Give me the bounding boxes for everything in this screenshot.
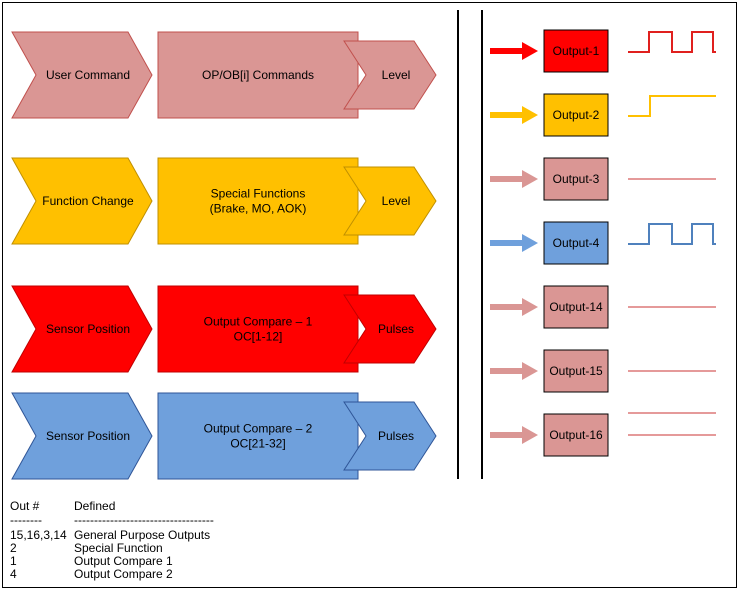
function-row: Sensor Position Output Compare – 2OC[21-3… <box>11 392 437 480</box>
output-channel: Output-16 <box>490 413 716 457</box>
output-box <box>543 349 609 393</box>
legend-definition: Output Compare 1 <box>74 554 173 568</box>
output-type-label: Pulses <box>378 429 414 443</box>
channel-arrow <box>490 42 538 60</box>
function-box-label: OP/OB[i] Commands <box>202 68 314 82</box>
legend-defined-header: Defined <box>74 499 116 513</box>
function-box-label: OC[1-12] <box>234 330 283 344</box>
output-box-label: Output-14 <box>549 300 603 314</box>
output-channel: Output-1 <box>490 29 716 73</box>
function-box-label: OC[21-32] <box>230 437 285 451</box>
channel-arrow <box>490 426 538 444</box>
output-channel: Output-4 <box>490 221 716 265</box>
output-box-label: Output-4 <box>553 236 600 250</box>
function-box-label: Output Compare – 2 <box>204 422 313 436</box>
input-label: Sensor Position <box>46 322 130 336</box>
output-box <box>543 413 609 457</box>
output-box-label: Output-16 <box>549 428 603 442</box>
output-box <box>543 93 609 137</box>
function-box-label: Special Functions <box>211 187 306 201</box>
legend-out-number: 2 <box>10 541 17 555</box>
input-chevron-arrow <box>11 157 153 245</box>
legend-out-number: 15,16,3,14 <box>10 528 67 542</box>
input-label: User Command <box>46 68 130 82</box>
input-chevron-arrow <box>11 285 153 373</box>
signal-waveform <box>628 223 716 245</box>
channel-arrow <box>490 298 538 316</box>
output-type-label: Pulses <box>378 322 414 336</box>
output-box <box>543 157 609 201</box>
legend-definition: Special Function <box>74 541 163 555</box>
output-box-label: Output-15 <box>549 364 603 378</box>
input-label: Sensor Position <box>46 429 130 443</box>
output-chevron-arrow <box>343 401 437 471</box>
function-box <box>157 392 359 480</box>
function-box <box>157 157 359 245</box>
function-box <box>157 285 359 373</box>
channel-arrow <box>490 234 538 252</box>
input-chevron-arrow <box>11 392 153 480</box>
output-type-label: Level <box>382 194 411 208</box>
output-chevron-arrow <box>343 294 437 364</box>
channel-arrow <box>490 170 538 188</box>
function-box-label: Output Compare – 1 <box>204 315 313 329</box>
input-label: Function Change <box>42 194 134 208</box>
signal-waveform <box>628 95 716 117</box>
legend-definition: General Purpose Outputs <box>74 528 211 542</box>
legend-out-number: 4 <box>10 567 17 581</box>
output-box <box>543 221 609 265</box>
output-channel: Output-14 <box>490 285 716 329</box>
function-row: User Command OP/OB[i] Commands Level <box>11 31 437 119</box>
function-row: Sensor Position Output Compare – 1OC[1-12… <box>11 285 437 373</box>
output-box <box>543 285 609 329</box>
output-box-label: Output-1 <box>553 44 600 58</box>
output-type-label: Level <box>382 68 411 82</box>
output-box <box>543 29 609 73</box>
output-column: Output-1Output-2Output-3Output-4Output-1… <box>490 29 716 457</box>
function-row: Function Change Special Functions(Brake, … <box>11 157 437 245</box>
legend-out-separator: -------- <box>10 513 42 527</box>
channel-arrow <box>490 362 538 380</box>
output-chevron-arrow <box>343 166 437 236</box>
channel-arrow <box>490 106 538 124</box>
output-channel: Output-15 <box>490 349 716 393</box>
output-channel: Output-2 <box>490 93 716 137</box>
function-box-label: (Brake, MO, AOK) <box>210 202 307 216</box>
output-chevron-arrow <box>343 40 437 110</box>
legend-out-number: 1 <box>10 554 17 568</box>
legend-definition: Output Compare 2 <box>74 567 173 581</box>
legend-defined-separator: ----------------------------------- <box>74 513 214 527</box>
signal-waveform <box>628 31 716 53</box>
legend-out-header: Out # <box>10 499 40 513</box>
output-box-label: Output-3 <box>553 172 600 186</box>
input-chevron-arrow <box>11 31 153 119</box>
function-box <box>157 31 359 119</box>
output-channel: Output-3 <box>490 157 716 201</box>
output-box-label: Output-2 <box>553 108 600 122</box>
